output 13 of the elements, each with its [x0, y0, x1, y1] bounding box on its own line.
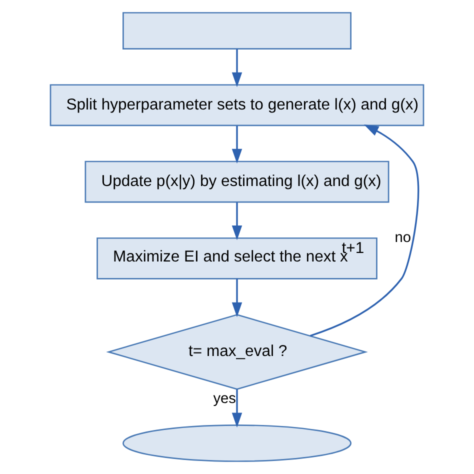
arrow — [232, 389, 242, 428]
edge-label: yes — [213, 390, 236, 407]
edge-label: no — [394, 230, 412, 246]
arrow — [232, 202, 242, 240]
arrow — [232, 278, 242, 318]
node-box: Update p(x|y) by estimating l(x) and g(x) — [84, 160, 390, 203]
arrow — [232, 126, 242, 164]
node-diamond: t= max_eval ? — [106, 314, 368, 390]
node-box: Split hyperparameter sets to generate l(x) and g(x) — [50, 84, 424, 126]
node-box — [122, 12, 352, 50]
arrow — [310, 124, 420, 337]
node-ellipse — [122, 424, 352, 462]
arrow — [232, 49, 242, 88]
